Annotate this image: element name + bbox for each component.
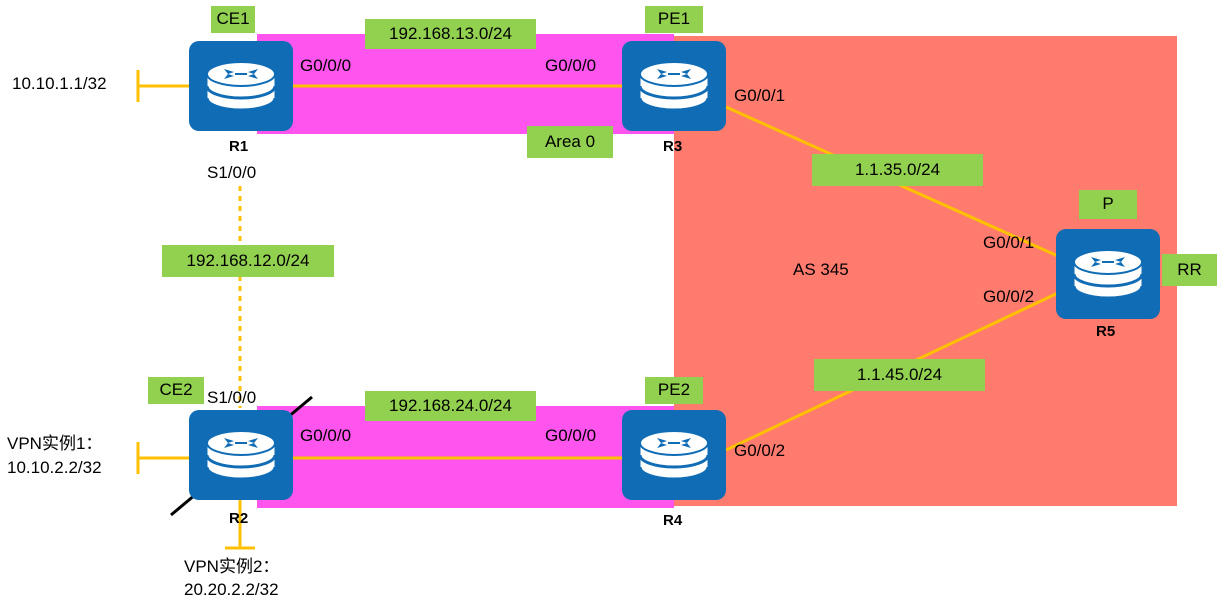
router-r5-name: R5 <box>1096 323 1116 340</box>
as-345-label: AS 345 <box>793 260 849 279</box>
router-r4-icon[interactable] <box>622 410 726 500</box>
router-r1-name: R1 <box>229 138 249 155</box>
tag-pe1: PE1 <box>645 6 703 33</box>
router-r1-icon[interactable] <box>189 41 293 131</box>
iface-r4-g002: G0/0/2 <box>734 441 786 460</box>
r2-vpn1-addr: 10.10.2.2/32 <box>7 458 102 477</box>
network-r1-r2: 192.168.12.0/24 <box>162 245 334 277</box>
r1-loopback-label: 10.10.1.1/32 <box>12 74 107 93</box>
iface-r2-g000: G0/0/0 <box>300 426 352 445</box>
tag-ce2: CE2 <box>148 377 204 404</box>
router-r5-icon[interactable] <box>1056 229 1160 319</box>
ospf-area-tag: Area 0 <box>527 126 613 158</box>
r2-vpn1-title: VPN实例1： <box>7 434 103 453</box>
router-r4-name: R4 <box>663 512 683 529</box>
tag-rr: RR <box>1162 254 1217 286</box>
r1-loopback-stub <box>136 70 189 102</box>
network-r1-r3: 192.168.13.0/24 <box>365 19 536 49</box>
iface-r1-g000: G0/0/0 <box>300 56 352 75</box>
iface-r4-g000: G0/0/0 <box>545 426 597 445</box>
iface-r5-g001: G0/0/1 <box>983 233 1035 252</box>
iface-r3-g000: G0/0/0 <box>545 56 597 75</box>
r2-vpn2-title: VPN实例2： <box>184 557 280 576</box>
r2-vpn2-addr: 20.20.2.2/32 <box>184 580 279 599</box>
iface-r1-s100: S1/0/0 <box>207 163 257 182</box>
area-band-top <box>257 34 674 134</box>
r2-vpn2-stub <box>225 499 255 550</box>
router-r3-icon[interactable] <box>622 41 726 131</box>
router-r2-name: R2 <box>229 510 249 527</box>
network-r4-r5: 1.1.45.0/24 <box>814 359 985 391</box>
network-r3-r5: 1.1.35.0/24 <box>812 154 983 186</box>
router-r3-name: R3 <box>663 138 683 155</box>
r2-vpn1-stub <box>136 442 189 474</box>
network-r2-r4: 192.168.24.0/24 <box>365 391 536 421</box>
tag-p: P <box>1079 190 1137 219</box>
router-r2-icon[interactable] <box>189 410 293 500</box>
tag-pe2: PE2 <box>645 377 703 404</box>
tag-ce1: CE1 <box>211 6 255 33</box>
iface-r3-g001: G0/0/1 <box>734 86 786 105</box>
iface-r2-s100: S1/0/0 <box>207 388 257 407</box>
iface-r5-g002: G0/0/2 <box>983 287 1035 306</box>
